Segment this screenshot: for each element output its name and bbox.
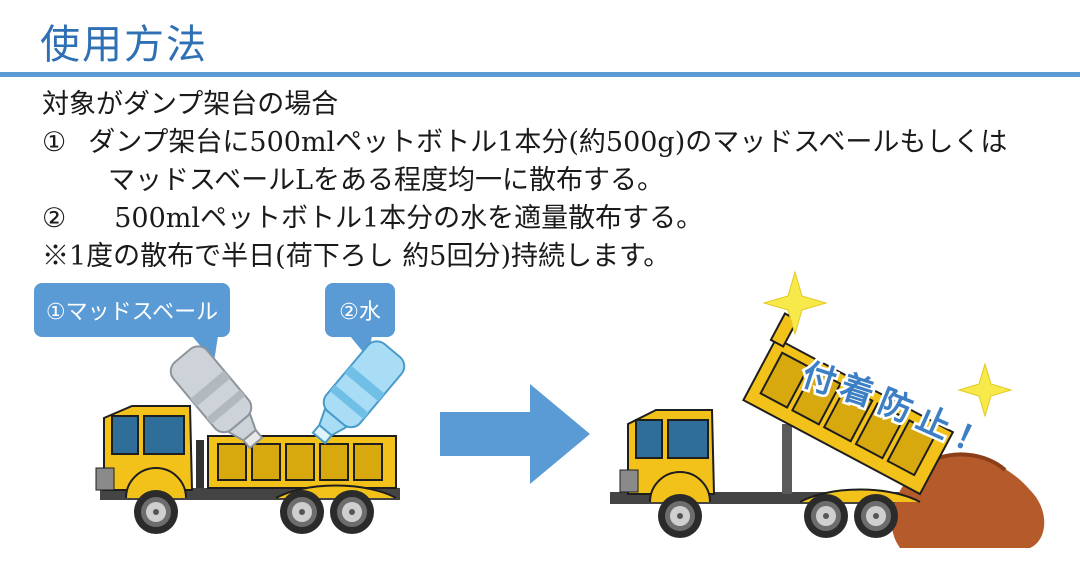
step-1-marker: ① [42,127,67,158]
sparkle-icon [762,270,828,336]
step-1-text: ダンプ架台に500mlペットボトル1本分(約500g)のマッドスベールもしくは [88,127,1008,158]
callout-water: ②水 [325,283,395,337]
title-divider [0,72,1080,77]
callout-mud-suberu: ①マッドスベール [34,283,230,337]
step-1-continuation: マッドスベールLをある程度均一に散布する。 [108,165,665,196]
step-2-line: ② 500mlペットボトル1本分の水を適量散布する。 [42,200,1062,238]
dump-truck-icon [95,405,400,534]
instructions: 対象がダンプ架台の場合 ① ダンプ架台に500mlペットボトル1本分(約500g)… [42,86,1062,276]
arrow-right-icon [440,384,590,484]
target-line: 対象がダンプ架台の場合 [42,89,339,120]
note-line: ※1度の散布で半日(荷下ろし 約5回分)持続します。 [42,241,671,272]
step-1-line: ① ダンプ架台に500mlペットボトル1本分(約500g)のマッドスベールもしくは [42,124,1062,162]
water-bottle-icon [311,340,406,445]
step-2-text: 500mlペットボトル1本分の水を適量散布する。 [114,203,704,234]
bottle-icon [169,345,264,450]
sparkle-icon [957,362,1013,418]
step-2-marker: ② [42,203,67,234]
page-title: 使用方法 [40,22,208,68]
dumping-truck-icon [610,312,1045,548]
